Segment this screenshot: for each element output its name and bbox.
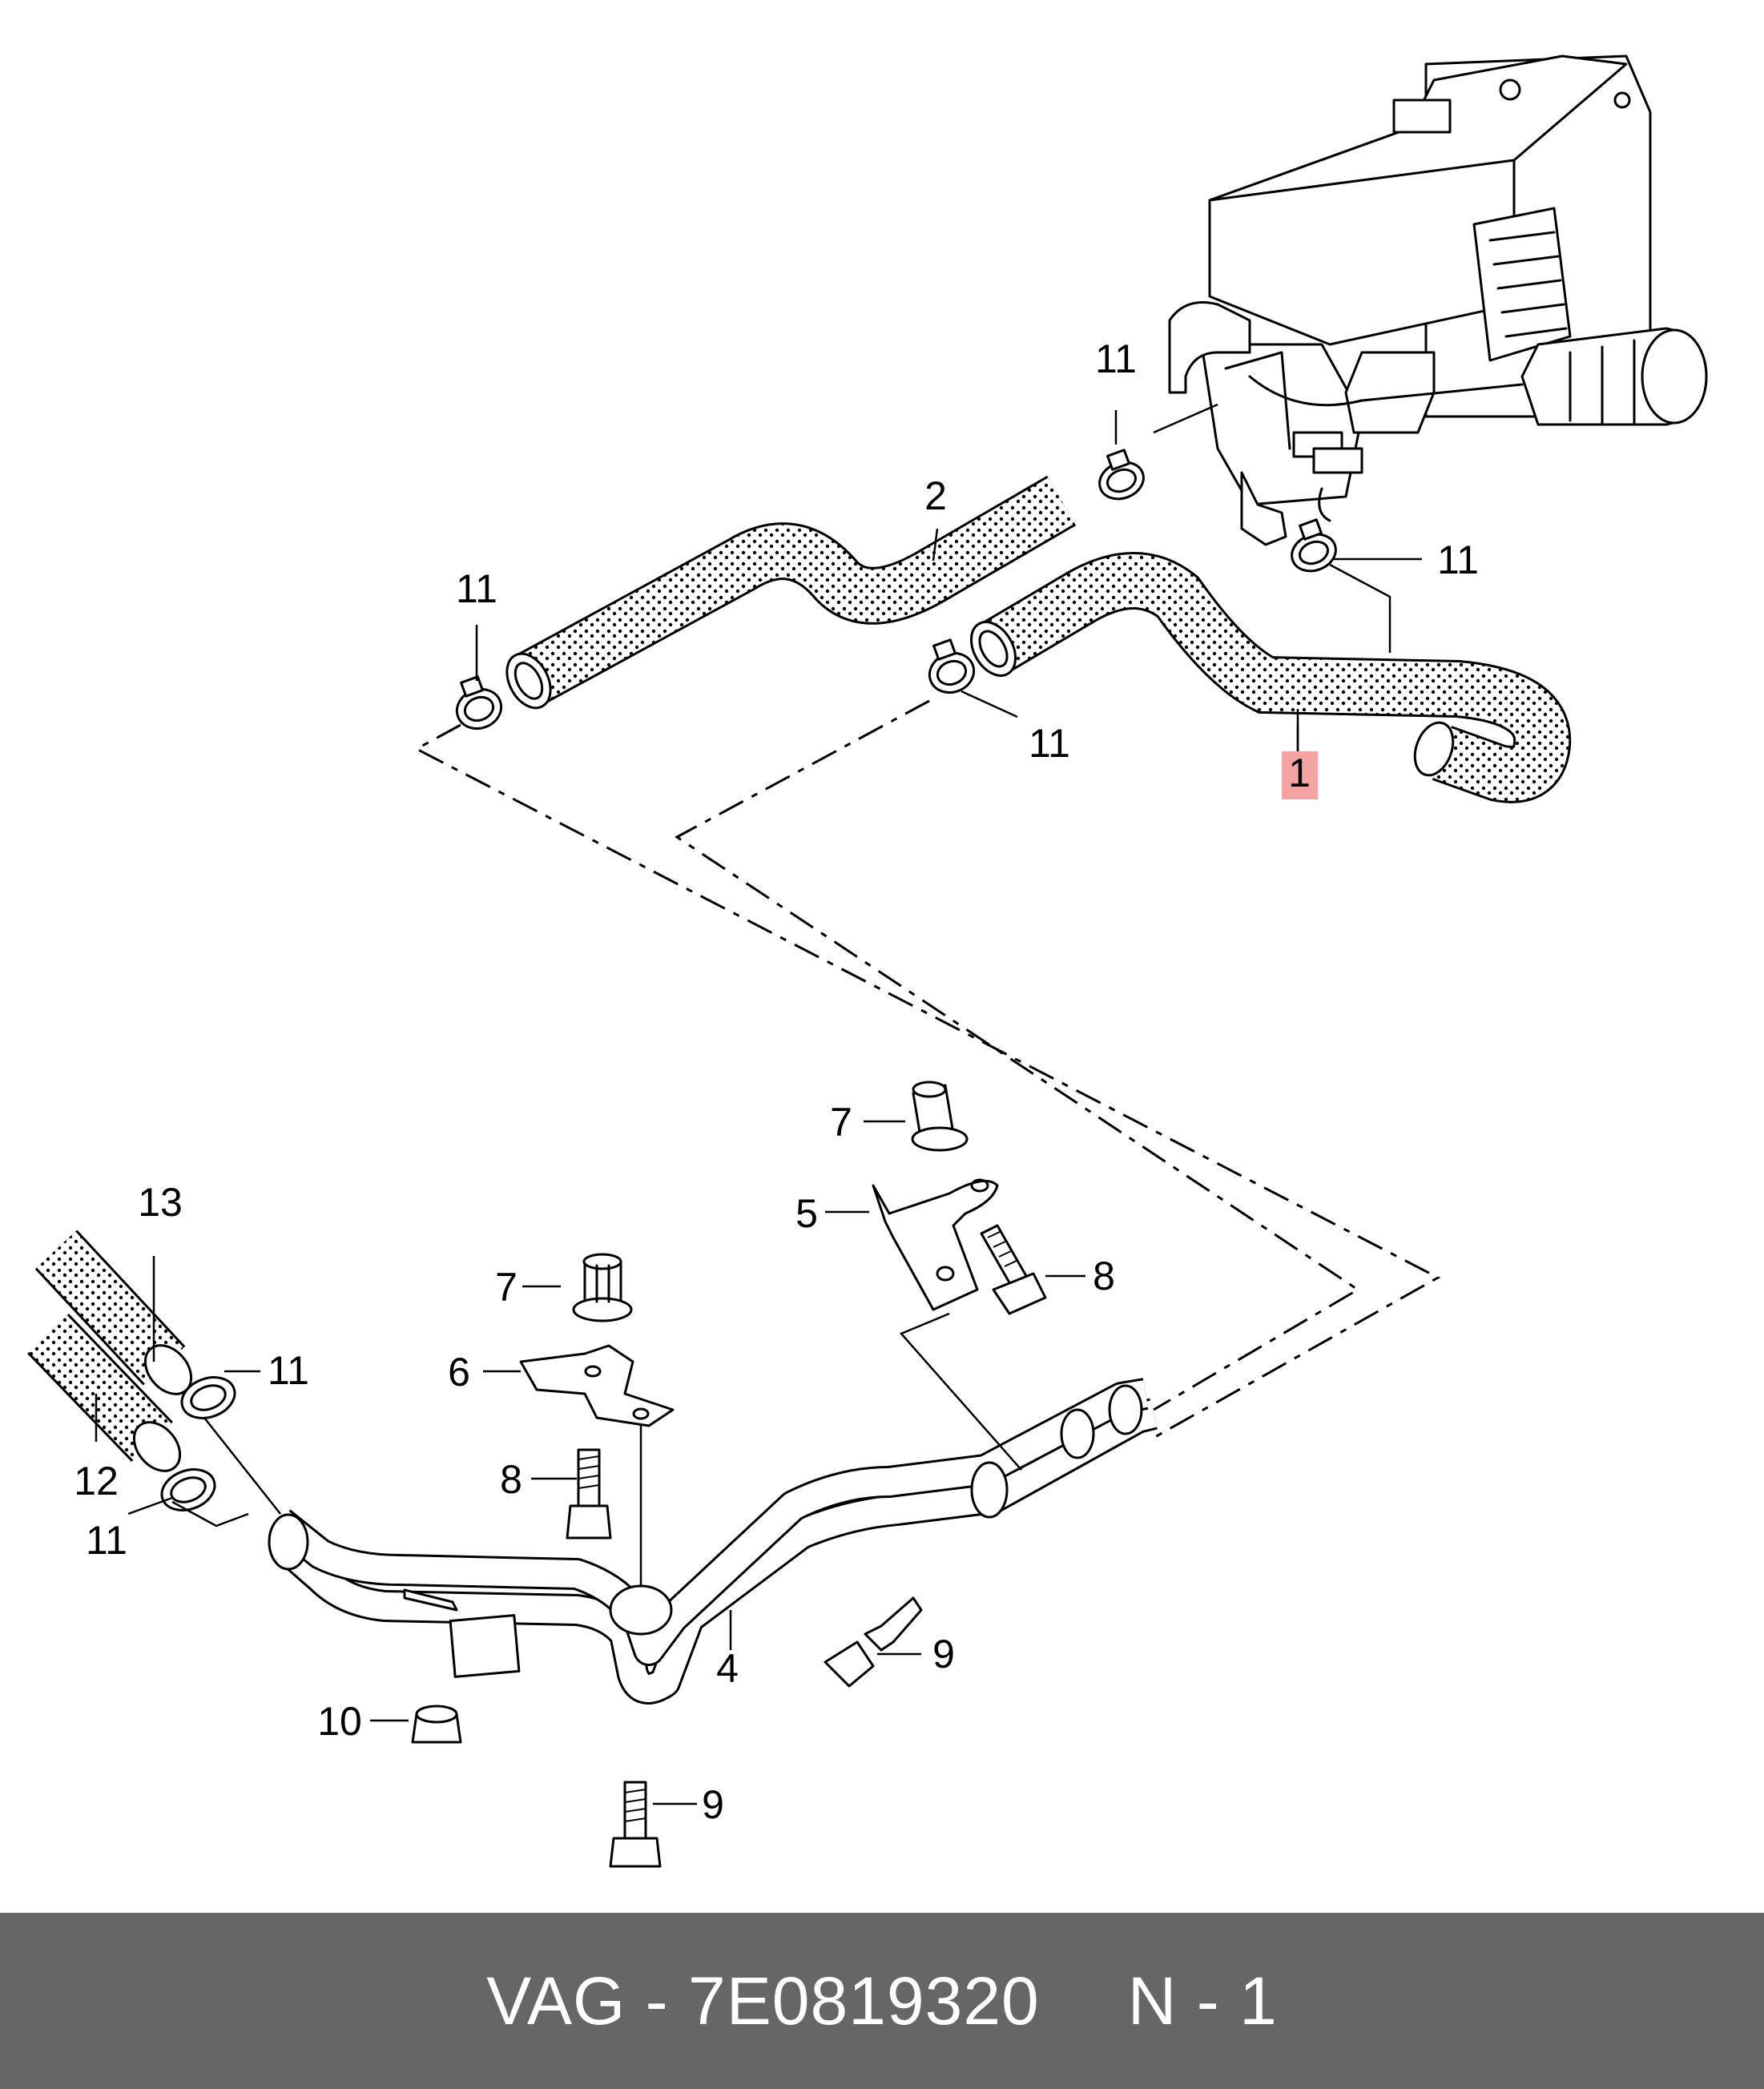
part-1-highlight	[1282, 751, 1318, 799]
hose-clamp-11-left	[455, 675, 503, 731]
bolt-8-lower	[566, 1448, 612, 1540]
hose-clamp-11-lower-b	[160, 1468, 216, 1511]
leader-lines	[95, 403, 1422, 1805]
footer-bar: VAG - 7E0819320 N - 1	[0, 1913, 1764, 2089]
coolant-hose-13	[34, 1230, 193, 1395]
callout-9-bottom: 9	[702, 1782, 724, 1827]
hose-clamp-11-top	[1098, 449, 1145, 501]
callout-11-top: 11	[1095, 336, 1137, 381]
auxiliary-heater-unit	[1168, 54, 1708, 546]
dashed-line-outer	[413, 723, 1441, 1439]
callout-7-upper: 7	[830, 1100, 852, 1145]
footer-position: N - 1	[1127, 1962, 1278, 2039]
callout-11-middle: 11	[1029, 721, 1070, 766]
footer-part-number: VAG - 7E0819320	[486, 1962, 1040, 2039]
callout-12: 12	[74, 1459, 119, 1503]
hose-clamp-11-lower-a	[180, 1376, 236, 1419]
bolt-8-upper	[980, 1224, 1047, 1315]
callout-7-lower: 7	[495, 1265, 518, 1310]
bolt-9-bottom	[609, 1781, 662, 1868]
callout-11-lower-left: 11	[86, 1518, 127, 1563]
callout-2: 2	[924, 473, 947, 518]
callout-11-left: 11	[456, 566, 497, 611]
callout-10: 10	[317, 1699, 362, 1744]
callout-11-right: 11	[1437, 537, 1479, 582]
callout-13: 13	[138, 1180, 183, 1225]
callout-6: 6	[448, 1350, 470, 1395]
callout-8-lower: 8	[500, 1457, 522, 1502]
bolt-9-right	[824, 1596, 923, 1688]
nut-7-lower	[572, 1253, 633, 1322]
callout-9-right: 9	[932, 1632, 955, 1676]
coolant-pipe-4	[268, 1378, 1158, 1705]
callout-labels: 1 2 4 5 6 7 7 8 8 9 9 10 11 11 11 11 11 …	[74, 336, 1479, 1827]
callout-4: 4	[716, 1646, 739, 1691]
bracket-5	[872, 1178, 999, 1311]
nut-7-upper	[911, 1081, 969, 1152]
nut-10	[411, 1705, 462, 1744]
coolant-hose-12	[27, 1314, 182, 1472]
dashed-line-inner	[675, 699, 1360, 1411]
callout-11-lower-right: 11	[268, 1348, 309, 1393]
hose-clamp-11-middle	[928, 638, 976, 694]
hose-clamp-11-right	[1291, 518, 1337, 573]
callout-8-upper: 8	[1093, 1254, 1115, 1298]
callout-5: 5	[795, 1191, 818, 1236]
callout-1: 1	[1288, 751, 1311, 795]
bracket-6	[519, 1344, 675, 1427]
coolant-hose-1	[970, 552, 1572, 803]
exploded-parts-diagram: 1 2 4 5 6 7 7 8 8 9 9 10 11 11 11 11 11 …	[27, 54, 1708, 1868]
coolant-hose-2	[505, 475, 1077, 710]
